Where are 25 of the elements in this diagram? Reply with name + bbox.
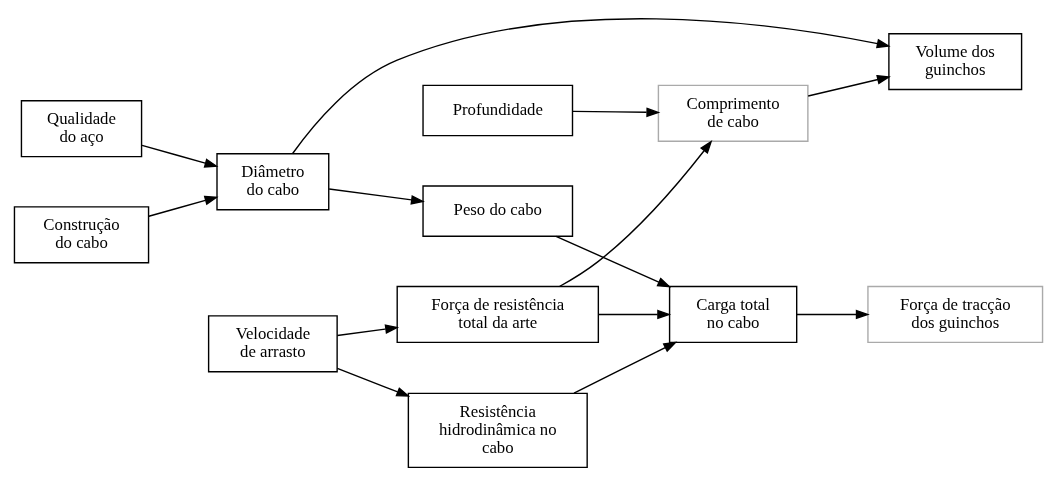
arrow <box>597 309 672 320</box>
arrow <box>572 107 661 118</box>
arrow <box>558 139 713 288</box>
arrow <box>573 341 678 394</box>
node-box: Profundidade <box>422 84 574 137</box>
arrow <box>336 324 400 337</box>
arrow <box>148 195 219 217</box>
node-box: Peso do cabo <box>422 185 574 237</box>
arrow <box>141 144 219 168</box>
arrow <box>796 309 870 320</box>
node-box: Resistência hidrodinâmica no cabo <box>407 392 588 469</box>
node-box: Força de tracção dos guinchos <box>867 285 1044 344</box>
node-box: Construção do cabo <box>13 206 150 264</box>
arrow <box>336 367 411 397</box>
arrow <box>328 188 425 205</box>
arrow <box>291 18 891 155</box>
node-box: Carga total no cabo <box>668 285 798 344</box>
node-box: Velocidade de arrasto <box>207 315 338 373</box>
node-box: Comprimento de cabo <box>657 84 809 142</box>
node-box: Qualidade do aço <box>20 100 143 158</box>
node-box: Diâmetro do cabo <box>216 153 330 211</box>
node-box: Força de resistência total da arte <box>396 285 600 344</box>
arrow <box>555 235 672 288</box>
node-box: Volume dos guinchos <box>888 33 1023 91</box>
arrow <box>807 74 891 97</box>
